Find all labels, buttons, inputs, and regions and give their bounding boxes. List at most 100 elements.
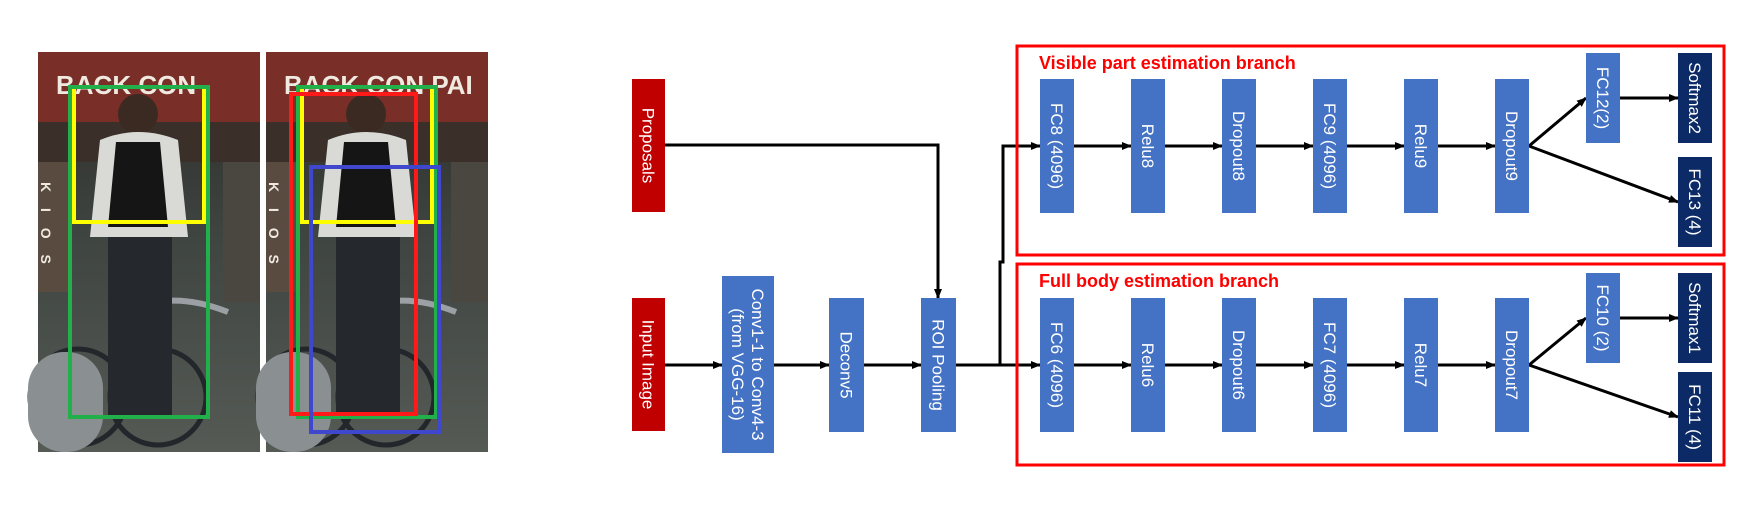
conv-block: Conv1-1 to Conv4-3(from VGG-16) (722, 276, 774, 453)
full-arrow-to-output-1 (1528, 363, 1679, 419)
bbox-proposal-red (289, 92, 418, 416)
visible-layer-3-box (1313, 79, 1347, 213)
visible-layer-0-label: FC8 (4096) (1047, 103, 1066, 189)
visible-layer-2-label: Dropout8 (1229, 111, 1248, 181)
full-layer-5-label-line: Dropout7 (1502, 330, 1521, 400)
visible-layer-0-label-line: FC8 (4096) (1047, 103, 1066, 189)
full-layer-3-label: FC7 (4096) (1320, 322, 1339, 408)
visible-fc-small-box (1586, 53, 1620, 143)
visible-arrow-to-fc-small (1528, 96, 1587, 148)
roi-block: ROI Pooling (921, 298, 956, 432)
visible-output-0-label: Softmax2 (1685, 62, 1704, 134)
full-layer-3-box (1313, 298, 1347, 432)
visible-layer-2-label-line: Dropout8 (1229, 111, 1248, 181)
visible-arrow-to-output-1 (1528, 144, 1679, 204)
visible-layer-2-box (1222, 79, 1256, 213)
visible-fc-small-label: FC12(2) (1593, 67, 1612, 129)
visible-fc-small-label-line: FC12(2) (1593, 67, 1612, 129)
full-layer-1-box (1131, 298, 1165, 432)
visible-output-1: FC13 (4) (1678, 157, 1712, 247)
full-layer-4: Relu7 (1404, 298, 1438, 432)
visible-layer-4-label: Relu9 (1411, 124, 1430, 168)
visible-layer-1-label: Relu8 (1138, 124, 1157, 168)
full-output-1-box (1678, 372, 1712, 462)
visible-fc-small: FC12(2) (1586, 53, 1620, 143)
input-image-block: Input Image (632, 298, 665, 431)
visible-layer-3-label: FC9 (4096) (1320, 103, 1339, 189)
proposals-block-box (632, 79, 665, 212)
visible-layer-3-label-line: FC9 (4096) (1320, 103, 1339, 189)
full-layer-2-label: Dropout6 (1229, 330, 1248, 400)
visible-output-1-label-line: FC13 (4) (1685, 168, 1704, 235)
conv-block-box (722, 276, 774, 453)
full-fc-small-box (1586, 273, 1620, 363)
connections (665, 94, 1679, 419)
proposals-block: Proposals (632, 79, 665, 212)
visible-layer-5-box (1495, 79, 1529, 213)
bbox-full-green (296, 85, 438, 419)
visible-output-1-label: FC13 (4) (1685, 168, 1704, 235)
bbox-full-green (68, 85, 210, 419)
kiosk-text: K I O S (266, 182, 282, 270)
visible-layer-4: Relu9 (1404, 79, 1438, 213)
visible-layer-1-label-line: Relu8 (1138, 124, 1157, 168)
visible-layer-5: Dropout9 (1495, 79, 1529, 213)
full-fc-small: FC10 (2) (1586, 273, 1620, 363)
full-output-1-label-line: FC11 (4) (1685, 384, 1704, 450)
full-fc-small-label-line: FC10 (2) (1593, 284, 1612, 351)
full-output-0-label-line: Softmax1 (1685, 282, 1704, 354)
roi-block-box (921, 298, 956, 432)
pedestrian-scene (28, 52, 260, 452)
full-output-0-box (1678, 273, 1712, 363)
visible-output-0-box (1678, 53, 1712, 143)
visible-layer-4-label-line: Relu9 (1411, 124, 1430, 168)
arrow-roi-to-visible (998, 142, 1041, 365)
deconv-block-box (829, 298, 864, 432)
proposals-block-label-line: Proposals (639, 108, 658, 184)
visible-layer-0: FC8 (4096) (1040, 79, 1074, 213)
deconv-block-label: Deconv5 (837, 331, 856, 398)
full-layer-4-label: Relu7 (1411, 343, 1430, 387)
visible-layer-0-box (1040, 79, 1074, 213)
visible-output-0: Softmax2 (1678, 53, 1712, 143)
conv-block-label: Conv1-1 to Conv4-3(from VGG-16) (728, 288, 767, 440)
full-layer-0-label-line: FC6 (4096) (1047, 322, 1066, 408)
full-layer-4-box (1404, 298, 1438, 432)
visible-layer-3: FC9 (4096) (1313, 79, 1347, 213)
full-layer-5-box (1495, 298, 1529, 432)
visible-layer-2: Dropout8 (1222, 79, 1256, 213)
full-fc-small-label: FC10 (2) (1593, 284, 1612, 351)
full-layer-0: FC6 (4096) (1040, 298, 1074, 432)
roi-block-label: ROI Pooling (929, 319, 948, 411)
full-layer-2-box (1222, 298, 1256, 432)
full-output-0: Softmax1 (1678, 273, 1712, 363)
full-layer-5: Dropout7 (1495, 298, 1529, 432)
full-layer-4-label-line: Relu7 (1411, 343, 1430, 387)
input-image-block-label: Input Image (639, 320, 658, 410)
input-image-block-box (632, 298, 665, 431)
conv-block-label-line: Conv1-1 to Conv4-3 (748, 288, 767, 440)
full-layer-2: Dropout6 (1222, 298, 1256, 432)
visible-layer-5-label: Dropout9 (1502, 111, 1521, 181)
visible-layer-4-box (1404, 79, 1438, 213)
full-layer-2-label-line: Dropout6 (1229, 330, 1248, 400)
visible-output-0-label-line: Softmax2 (1685, 62, 1704, 134)
roi-block-label-line: ROI Pooling (929, 319, 948, 411)
full-layer-1-label: Relu6 (1138, 343, 1157, 387)
visible-branch-frame (1015, 44, 1726, 257)
full-layer-1-label-line: Relu6 (1138, 343, 1157, 387)
full-layer-5-label: Dropout7 (1502, 330, 1521, 400)
full-layer-0-box (1040, 298, 1074, 432)
full-output-0-label: Softmax1 (1685, 282, 1704, 354)
full-layer-1: Relu6 (1131, 298, 1165, 432)
visible-layer-1: Relu8 (1131, 79, 1165, 213)
conv-block-label-line: (from VGG-16) (728, 308, 747, 420)
visible-layer-5-label-line: Dropout9 (1502, 111, 1521, 181)
deconv-block: Deconv5 (829, 298, 864, 432)
deconv-block-label-line: Deconv5 (837, 331, 856, 398)
